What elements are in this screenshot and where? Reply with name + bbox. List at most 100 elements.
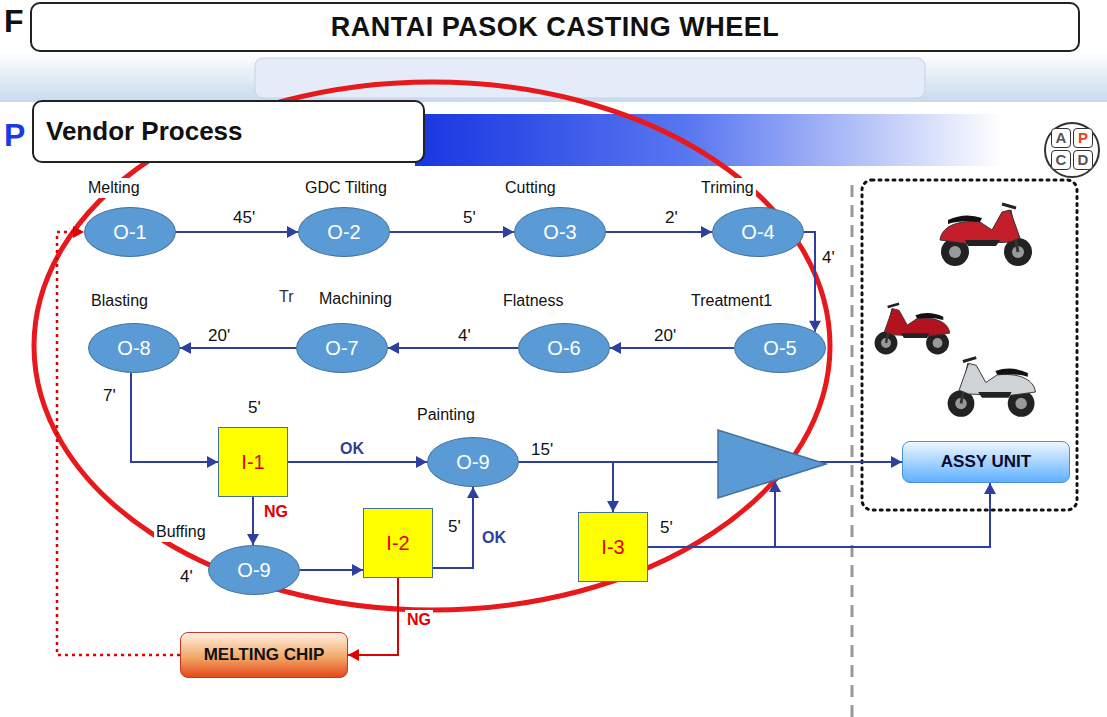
flow-line <box>390 231 514 233</box>
step-name: Blasting <box>89 291 150 311</box>
flow-line <box>606 231 712 233</box>
time-label: 45' <box>231 208 257 228</box>
flow-label: OK <box>480 528 508 548</box>
arrow-head <box>247 534 259 545</box>
flow-line <box>131 373 218 462</box>
node-label: MELTING CHIP <box>204 645 325 665</box>
arrow-head <box>769 481 781 492</box>
flow-line <box>348 578 398 655</box>
flow-label: NG <box>405 610 433 630</box>
time-label: Tr <box>277 287 296 307</box>
flow-arrow <box>57 226 180 655</box>
node-label: Vendor Process <box>46 116 243 147</box>
flow-line <box>388 347 518 349</box>
flow-line <box>176 231 298 233</box>
arrow-head <box>180 342 191 354</box>
process-circle: Treatment1O-5 <box>734 323 826 373</box>
flow-line <box>519 462 613 512</box>
node-label: I-2 <box>386 532 409 555</box>
process-circle: GDC TiltingO-2 <box>298 207 390 257</box>
time-label: 5' <box>246 398 263 418</box>
flow-line <box>648 483 990 547</box>
time-label: 5' <box>461 208 478 228</box>
flow-arrow <box>131 373 218 468</box>
step-name: Treatment1 <box>689 291 774 311</box>
process-circle: MachiningO-7 <box>296 323 388 373</box>
merge-line <box>774 492 776 547</box>
node-label: O-7 <box>325 337 358 360</box>
step-name: Machining <box>317 289 394 309</box>
flow-arrow <box>388 342 518 354</box>
process-circle: CuttingO-3 <box>514 207 606 257</box>
time-label: 5' <box>658 518 675 538</box>
logo-letter: P <box>1073 128 1093 148</box>
node-label: O-6 <box>547 337 580 360</box>
process-circle: FlatnessO-6 <box>518 323 610 373</box>
flow-label: NG <box>262 502 290 522</box>
header-panel <box>255 58 925 98</box>
process-circle: BuffingO-9 <box>208 545 300 595</box>
node-label: O-9 <box>456 451 489 474</box>
scrap-box: MELTING CHIP <box>180 632 348 678</box>
flow-line <box>180 347 296 349</box>
node-label: O-1 <box>113 221 146 244</box>
flow-line <box>610 347 734 349</box>
node-label: O-8 <box>117 337 150 360</box>
step-name: Cutting <box>503 178 558 198</box>
section-bar <box>415 114 1107 166</box>
flow-arrow <box>519 462 619 512</box>
time-label: 7' <box>101 386 118 406</box>
logo-circle <box>1045 123 1099 177</box>
step-name: Flatness <box>501 291 565 311</box>
logo-letter: A <box>1051 128 1071 148</box>
inspection-box: I-3 <box>578 512 648 582</box>
process-circle: BlastingO-8 <box>88 323 180 373</box>
arrow-head <box>607 501 619 512</box>
title-box: RANTAI PASOK CASTING WHEEL <box>30 2 1080 52</box>
arrow-head <box>891 456 902 468</box>
flow-arrow <box>390 226 514 238</box>
flow-arrow <box>180 342 296 354</box>
boundary-line <box>851 185 854 717</box>
arrow-head <box>73 226 84 238</box>
node-label: O-4 <box>741 221 774 244</box>
scooter-picture <box>948 358 1036 417</box>
time-label: 2' <box>663 208 680 228</box>
flow-arrow <box>247 497 259 545</box>
node-label: ASSY UNIT <box>941 452 1031 472</box>
time-label: 20' <box>652 326 678 346</box>
node-label: I-1 <box>241 451 264 474</box>
scooter-picture <box>940 204 1032 266</box>
merge-triangle <box>718 430 826 498</box>
scooter-picture <box>875 304 950 355</box>
time-label: 4' <box>178 567 195 587</box>
arrow-head <box>984 483 996 494</box>
step-name: Melting <box>86 178 142 198</box>
logo-letter: C <box>1051 150 1071 170</box>
node-label: O-9 <box>237 559 270 582</box>
step-name: GDC Tilting <box>303 178 389 198</box>
title-text: RANTAI PASOK CASTING WHEEL <box>331 12 780 43</box>
arrow-head <box>388 342 399 354</box>
logo-letter: D <box>1073 150 1093 170</box>
flow-arrow <box>648 483 996 547</box>
flow-line <box>288 461 427 463</box>
arrow-head <box>503 226 514 238</box>
arrow-head <box>287 226 298 238</box>
flow-line <box>519 461 902 463</box>
arrow-head <box>467 487 479 498</box>
unit-box: ASSY UNIT <box>902 441 1070 483</box>
flow-label: OK <box>338 439 366 459</box>
time-label: 4' <box>820 248 837 268</box>
step-name: Buffing <box>154 522 208 542</box>
step-name: Triming <box>699 178 756 198</box>
section-box: Vendor Process <box>32 100 425 163</box>
arrow-head <box>348 649 359 661</box>
arrow-head <box>416 456 427 468</box>
heading-letter: P <box>2 118 27 152</box>
arrow-head <box>610 342 621 354</box>
time-label: 5' <box>446 517 463 537</box>
process-circle: PaintingO-9 <box>427 437 519 487</box>
node-label: I-3 <box>601 536 624 559</box>
